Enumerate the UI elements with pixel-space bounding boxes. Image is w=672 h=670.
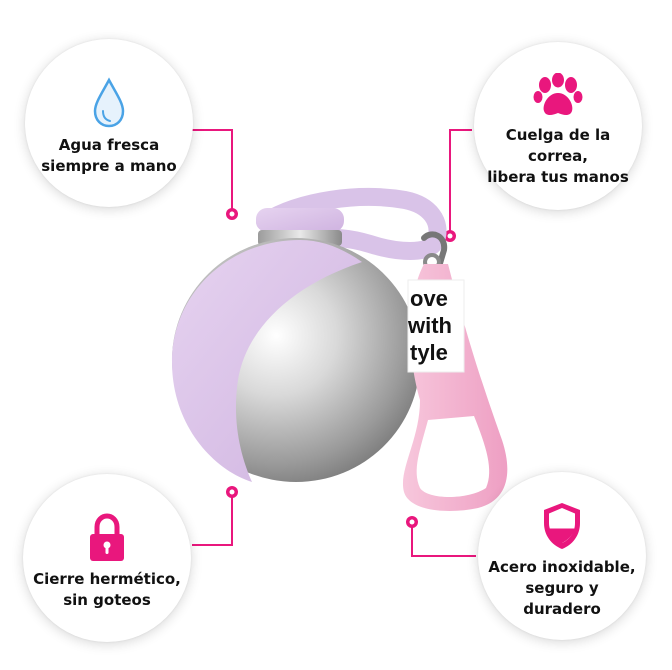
feature-lock-label-1: Cierre hermético, — [33, 570, 181, 588]
feature-steel: Acero inoxidable, seguro y duradero — [478, 472, 646, 640]
rope-tag-text-1: ove — [410, 286, 448, 311]
bottle-cap — [256, 208, 344, 232]
water-drop-icon — [93, 77, 125, 128]
rope-tag-text-2: with — [407, 313, 452, 338]
feature-lock: Cierre hermético, sin goteos — [23, 474, 191, 642]
feature-leash: Cuelga de la correa, libera tus manos — [474, 42, 642, 210]
rope-tag — [407, 279, 465, 373]
feature-water-label-2: siempre a mano — [41, 157, 177, 175]
rope-tag-text-3: tyle — [410, 340, 448, 365]
feature-lock-label-2: sin goteos — [63, 591, 151, 609]
feature-leash-label-1: Cuelga de la correa, — [505, 125, 611, 165]
bottle-sleeve — [172, 240, 362, 482]
feature-water-label-1: Agua fresca — [58, 136, 160, 154]
feature-steel-label-1: Acero inoxidable, — [488, 557, 636, 576]
feature-water: Agua fresca siempre a mano — [25, 39, 193, 207]
shield-icon — [544, 502, 580, 549]
paw-icon — [533, 72, 583, 115]
bottle-strap — [256, 187, 447, 260]
carabiner — [421, 231, 448, 273]
feature-leash-label-2: libera tus manos — [487, 167, 629, 186]
feature-steel-label-2: seguro y duradero — [523, 578, 601, 618]
lock-icon — [90, 513, 124, 561]
